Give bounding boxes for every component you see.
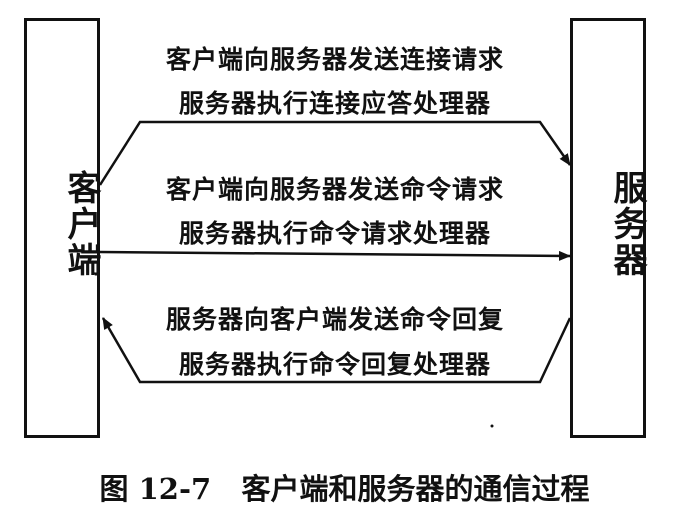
command-request-text: 客户端向服务器发送命令请求 xyxy=(165,175,504,204)
command-reply-text: 服务器向客户端发送命令回复 xyxy=(165,305,504,334)
connect-handler-text: 服务器执行连接应答处理器 xyxy=(178,89,491,118)
figure-caption: 图 12-7 客户端和服务器的通信过程 xyxy=(99,472,590,506)
connect-request-text: 客户端向服务器发送连接请求 xyxy=(165,45,504,74)
client-box xyxy=(24,18,100,438)
server-box xyxy=(570,18,646,438)
connect-arrow xyxy=(98,120,572,186)
reply-handler-text: 服务器执行命令回复处理器 xyxy=(178,350,491,379)
server-label: 服务器 xyxy=(607,170,647,278)
client-label: 客户端 xyxy=(61,170,101,278)
command-handler-text: 服务器执行命令请求处理器 xyxy=(178,219,491,248)
stray-dot xyxy=(490,424,494,428)
command-reply-arrow xyxy=(101,317,572,384)
command-request-arrow xyxy=(99,250,571,261)
